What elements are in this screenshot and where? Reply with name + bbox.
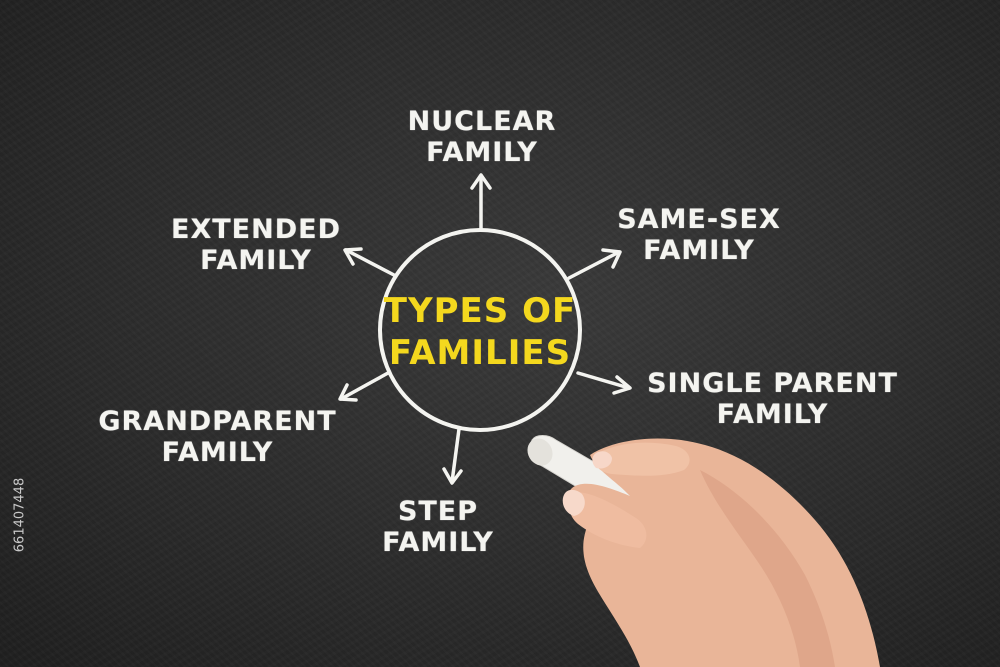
node-extended-line2: FAMILY: [200, 245, 312, 276]
node-extended-family: EXTENDED FAMILY: [150, 214, 362, 276]
node-step-family: STEP FAMILY: [338, 496, 538, 558]
stock-id-watermark: 661407448: [4, 430, 38, 600]
node-grandparent-line2: FAMILY: [161, 437, 274, 468]
node-same-sex-line2: FAMILY: [643, 235, 755, 266]
stock-id-text: 661407448: [12, 477, 28, 553]
hand-with-chalk-image: [527, 435, 880, 667]
node-single-parent-line2: FAMILY: [716, 399, 829, 430]
node-nuclear-line2: FAMILY: [426, 137, 538, 168]
node-same-sex-line1: SAME-SEX: [617, 204, 781, 235]
node-extended-line1: EXTENDED: [171, 214, 341, 245]
node-single-parent-line1: SINGLE PARENT: [647, 368, 898, 399]
arrow-to-same-sex: [567, 248, 622, 280]
node-same-sex-family: SAME-SEX FAMILY: [594, 204, 804, 266]
arrow-to-single-parent: [576, 371, 632, 395]
node-step-line1: STEP: [397, 496, 479, 527]
node-single-parent-family: SINGLE PARENT FAMILY: [640, 368, 905, 430]
center-title-line1: TYPES OF: [383, 291, 577, 331]
center-title-line2: FAMILIES: [388, 333, 572, 373]
node-nuclear-line1: NUCLEAR: [407, 106, 557, 137]
node-grandparent-family: GRANDPARENT FAMILY: [95, 406, 340, 468]
arrow-to-step: [442, 427, 463, 485]
node-nuclear-family: NUCLEAR FAMILY: [382, 106, 582, 168]
node-step-line2: FAMILY: [382, 527, 494, 558]
arrow-to-nuclear: [470, 173, 492, 231]
arrow-to-grandparent: [338, 371, 390, 402]
node-grandparent-line1: GRANDPARENT: [98, 406, 337, 437]
center-title: TYPES OF FAMILIES: [380, 290, 580, 374]
arrow-to-extended: [343, 247, 396, 277]
